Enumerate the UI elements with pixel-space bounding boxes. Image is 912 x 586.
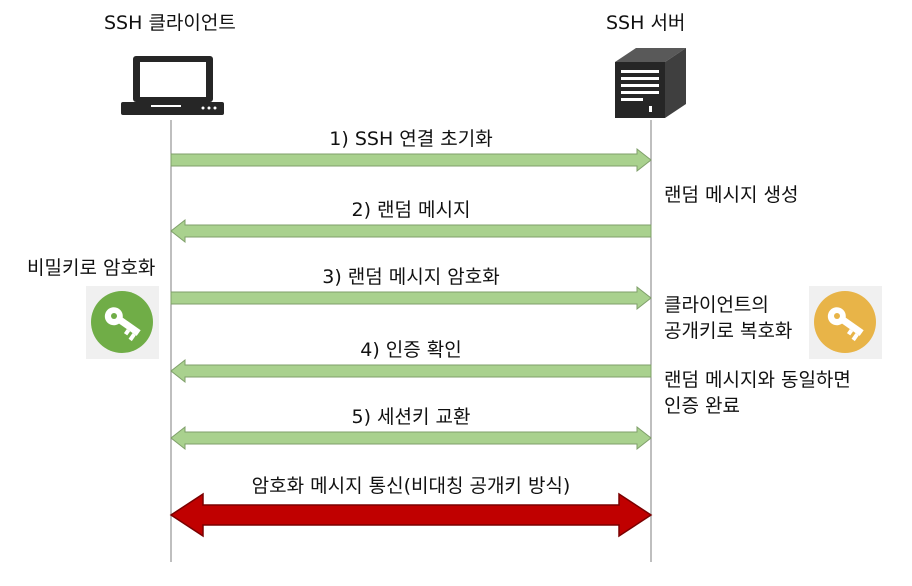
note-auth-complete-1: 랜덤 메시지와 동일하면 [664,369,851,391]
server-tower-icon [615,48,686,118]
message-label-3: 3) 랜덤 메시지 암호화 [322,266,500,288]
arrow-msg-6 [169,492,653,538]
note-auth-complete-2: 인증 완료 [664,395,740,417]
message-label-2: 2) 랜덤 메시지 [351,199,471,221]
key-icon [809,286,882,359]
message-label-1: 1) SSH 연결 초기화 [329,128,493,150]
arrow-msg-1 [170,147,652,173]
message-label-4: 4) 인증 확인 [360,339,462,361]
message-label-5: 5) 세션키 교환 [351,406,471,428]
arrow-msg-5 [170,425,652,451]
arrow-msg-3 [170,285,652,311]
server-actor-label: SSH 서버 [606,12,686,34]
note-client-encrypt: 비밀키로 암호화 [27,257,156,279]
message-label-6: 암호화 메시지 통신(비대칭 공개키 방식) [251,475,571,497]
key-icon [86,286,159,359]
arrow-msg-4 [170,358,652,384]
note-server-decrypt-1: 클라이언트의 [664,294,769,316]
arrow-msg-2 [170,218,652,244]
laptop-icon [121,56,224,115]
note-random-message-generate: 랜덤 메시지 생성 [664,184,799,206]
note-server-decrypt-2: 공개키로 복호화 [664,320,793,342]
client-actor-label: SSH 클라이언트 [104,12,236,34]
